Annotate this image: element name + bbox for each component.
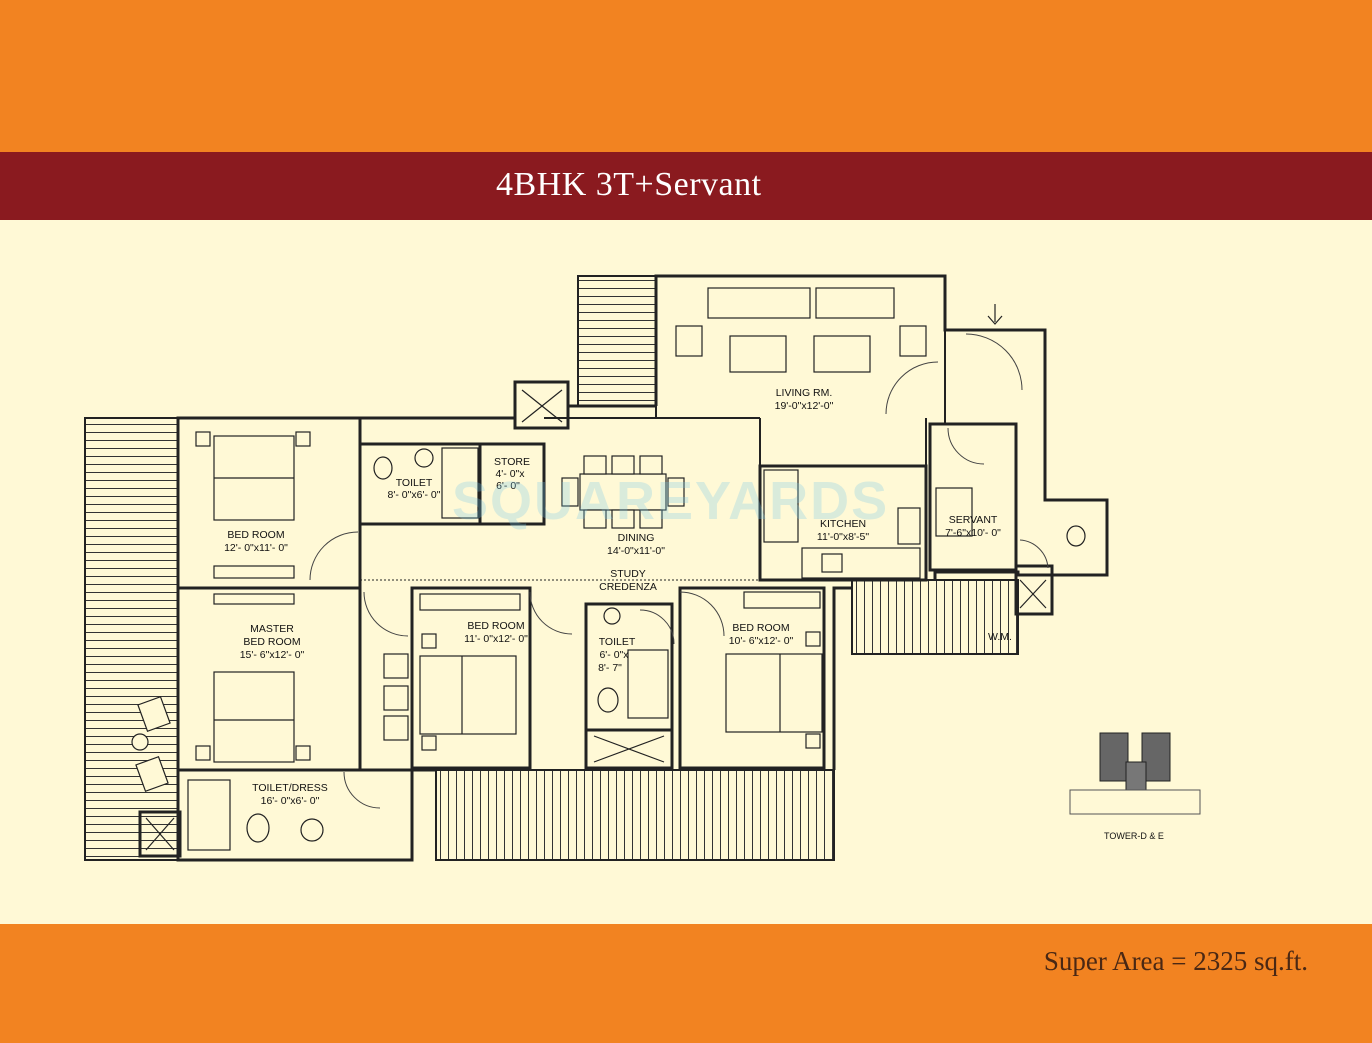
bottom-orange-band	[0, 924, 1372, 1043]
balcony-service	[851, 579, 1019, 655]
plan-title: 4BHK 3T+Servant	[496, 166, 762, 203]
balcony-top	[577, 275, 657, 407]
furniture	[131, 287, 1086, 851]
shaft-icons	[145, 389, 1047, 851]
tower-label: TOWER-D & E	[1104, 831, 1164, 841]
credenza-label: CREDENZA	[599, 581, 657, 593]
watermark: SQUAREYARDS	[452, 471, 890, 531]
toilet-2-label: TOILET	[599, 636, 636, 648]
room-labels: LIVING RM. 19'-0"x12'-0" BED ROOM 12'- 0…	[224, 387, 1012, 807]
tower-key-plan	[1069, 732, 1201, 815]
washing-machine-label: W.M.	[988, 631, 1012, 643]
entry-arrow-icon	[987, 304, 1003, 325]
wall-outline	[138, 274, 1109, 862]
toilet-2-size-1: 6'- 0"x	[599, 649, 629, 661]
bed-room-3-size: 10'- 6"x12'- 0"	[729, 635, 794, 647]
dining-label: DINING	[618, 532, 655, 544]
servant-label: SERVANT	[949, 514, 998, 526]
master-label: MASTER	[250, 623, 294, 635]
living-room-label: LIVING RM.	[776, 387, 833, 399]
toilet-1-size: 8'- 0"x6'- 0"	[388, 489, 441, 501]
door-swings	[309, 333, 1049, 809]
kitchen-label: KITCHEN	[820, 518, 866, 530]
bed-room-1-size: 12'- 0"x11'- 0"	[224, 542, 288, 554]
kitchen-size: 11'-0"x8'-5"	[817, 531, 869, 543]
title-band	[0, 152, 1372, 220]
bed-room-2-label: BED ROOM	[467, 620, 524, 632]
store-size-2: 6'- 0"	[496, 480, 520, 492]
servant-size: 7'-6"x10'- 0"	[945, 527, 1001, 539]
bed-room-2-size: 11'- 0"x12'- 0"	[464, 633, 528, 645]
top-orange-band	[0, 0, 1372, 152]
partitions	[360, 330, 946, 581]
toilet-dress-size: 16'- 0"x6'- 0"	[261, 795, 320, 807]
balcony-bottom	[435, 769, 835, 861]
bed-room-3-label: BED ROOM	[732, 622, 789, 634]
store-size-1: 4'- 0"x	[495, 468, 525, 480]
master-bed-room-label: BED ROOM	[243, 636, 300, 648]
study-label: STUDY	[610, 568, 646, 580]
store-label: STORE	[494, 456, 530, 468]
bed-room-1-label: BED ROOM	[227, 529, 284, 541]
super-area-label: Super Area = 2325 sq.ft.	[1043, 946, 1308, 976]
master-bed-room-size: 15'- 6"x12'- 0"	[240, 649, 305, 661]
dining-size: 14'-0"x11'-0"	[607, 545, 665, 557]
living-room-size: 19'-0"x12'-0"	[775, 400, 834, 412]
toilet-2-size-2: 8'- 7"	[598, 662, 622, 674]
toilet-1-label: TOILET	[396, 477, 433, 489]
balcony-left	[84, 417, 179, 861]
toilet-dress-label: TOILET/DRESS	[252, 782, 328, 794]
